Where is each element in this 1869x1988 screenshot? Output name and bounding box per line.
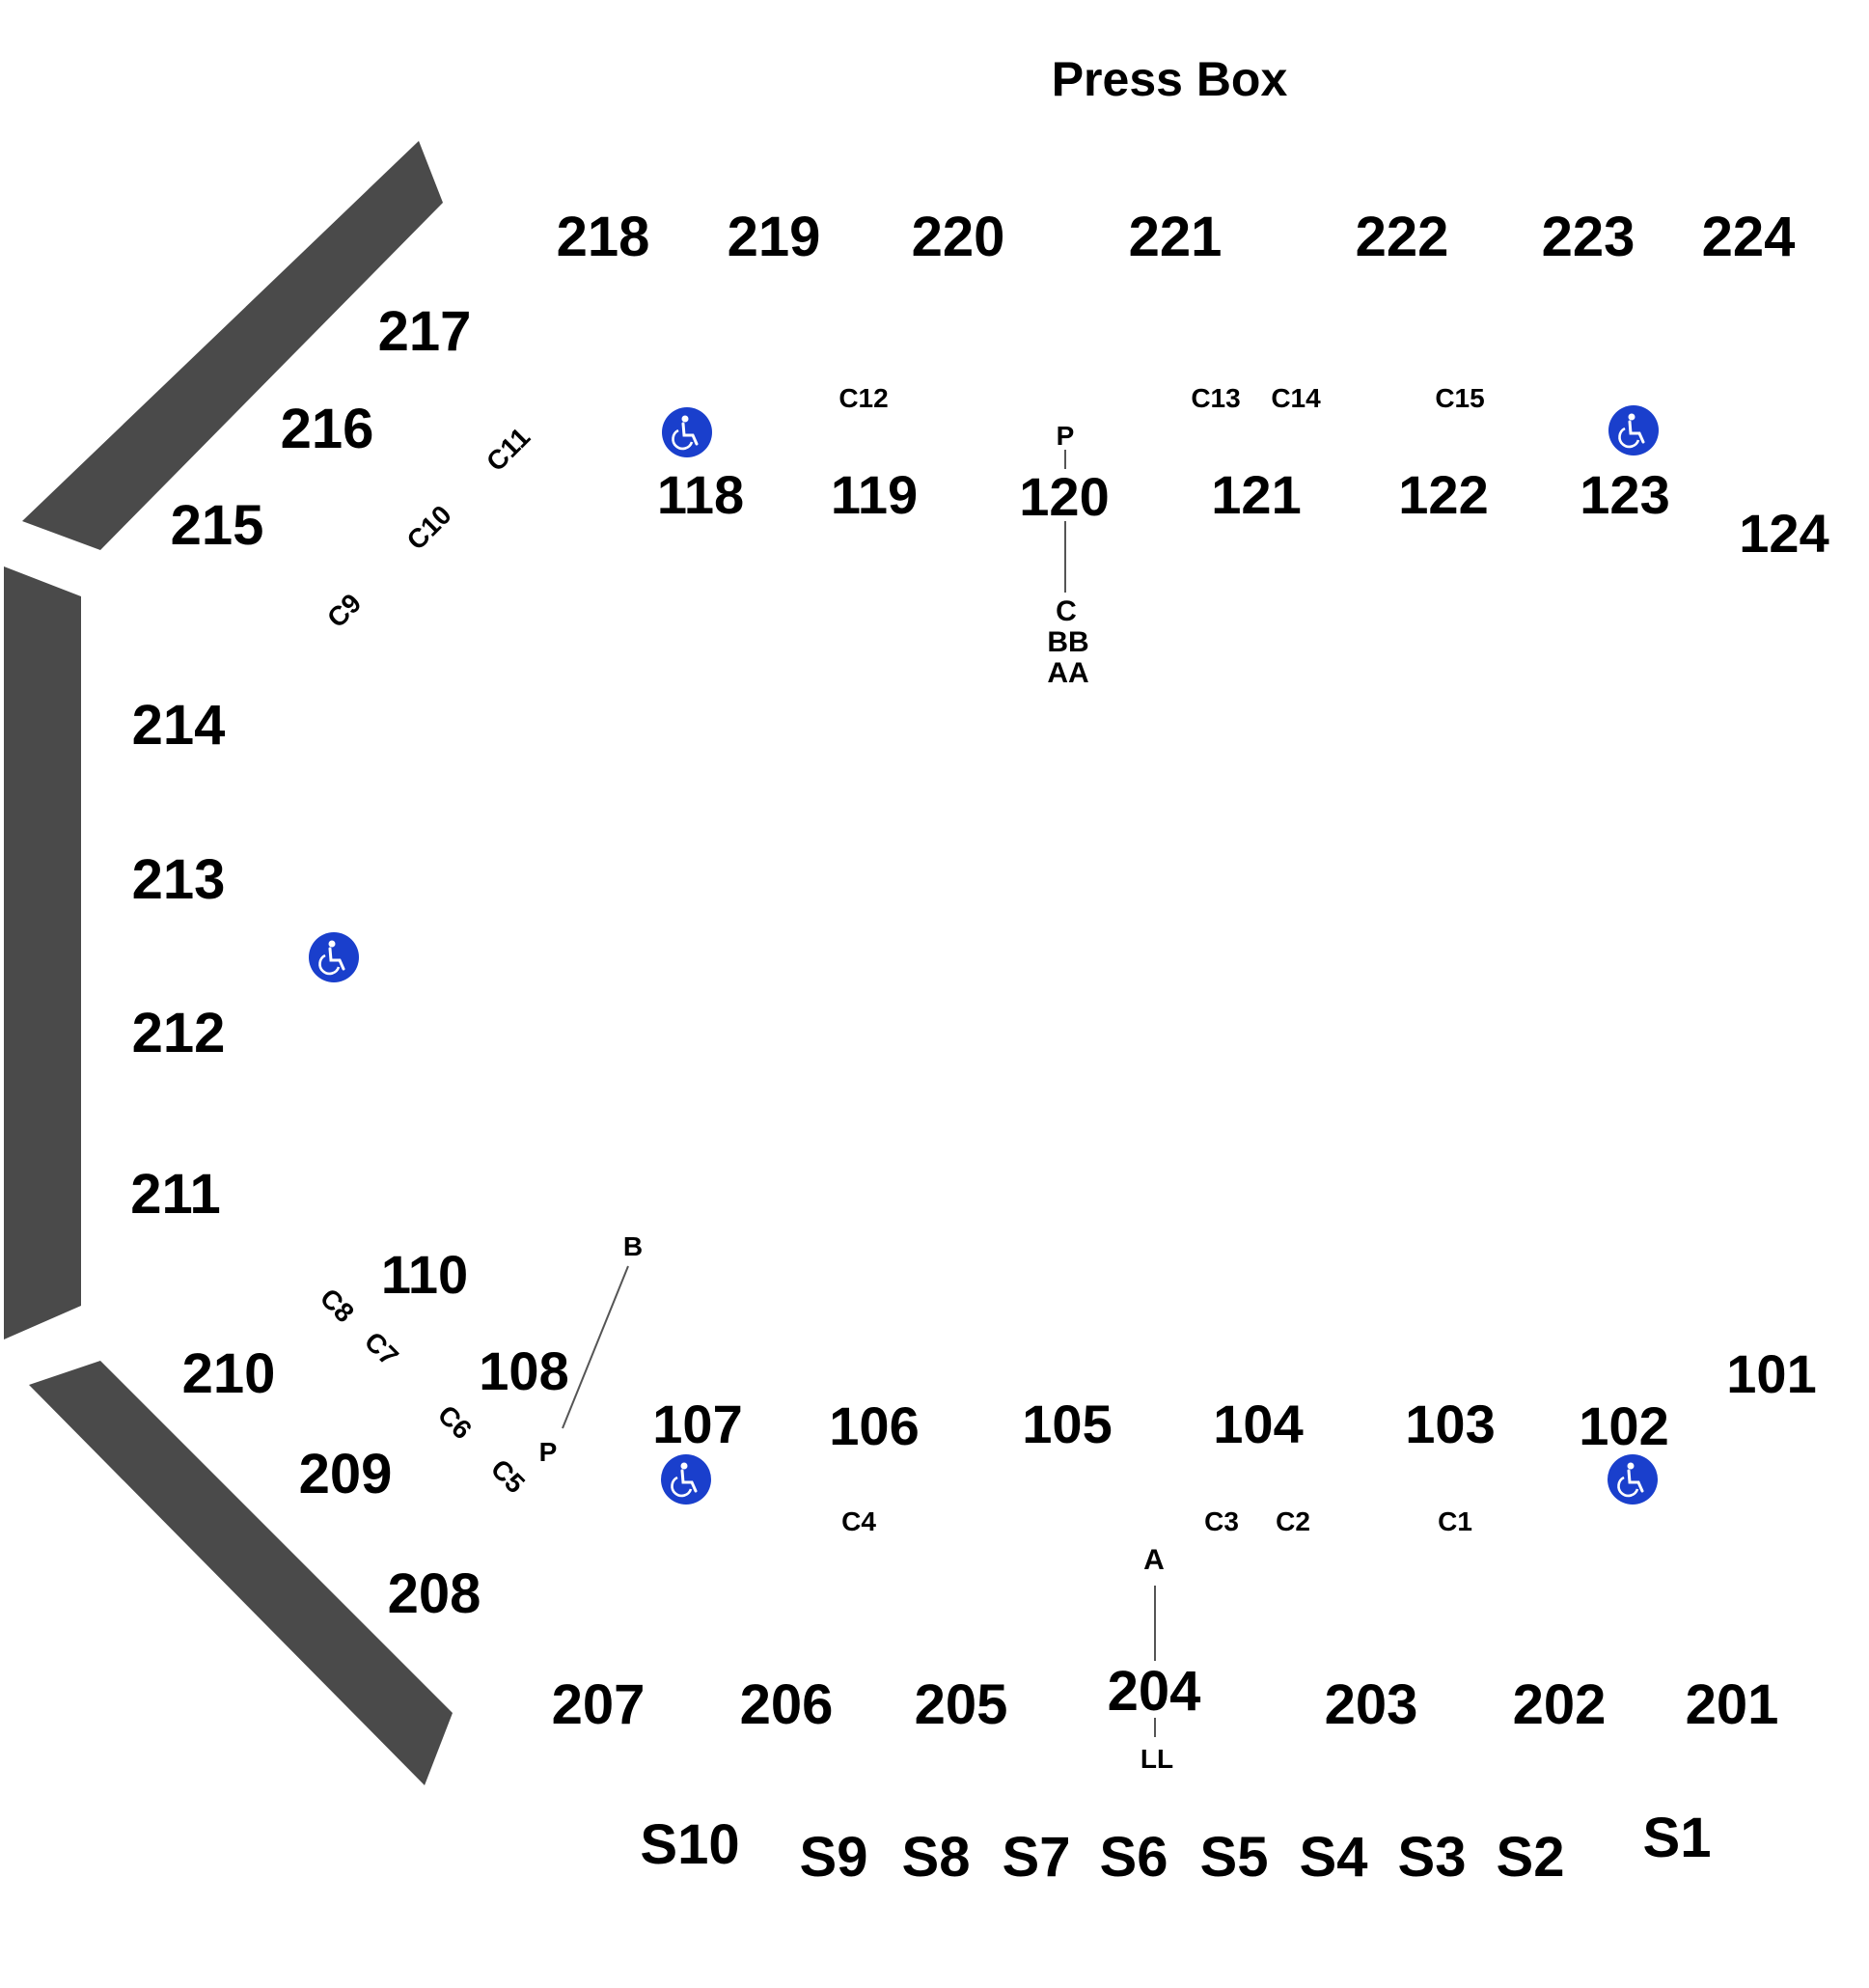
- wall-left: [4, 566, 81, 1339]
- suite-s6[interactable]: S6: [1099, 1826, 1168, 1889]
- section-205[interactable]: 205: [914, 1673, 1008, 1736]
- section-101[interactable]: 101: [1726, 1343, 1817, 1404]
- section-206[interactable]: 206: [739, 1673, 834, 1736]
- section-210[interactable]: 210: [181, 1342, 276, 1405]
- section-217[interactable]: 217: [377, 300, 472, 363]
- suite-s3[interactable]: S3: [1397, 1826, 1467, 1889]
- section-120[interactable]: 120: [1019, 466, 1110, 527]
- section-207[interactable]: 207: [551, 1673, 646, 1736]
- wheelchair-icon[interactable]: [661, 1454, 711, 1505]
- section-124[interactable]: 124: [1739, 503, 1829, 564]
- wheelchair-icon[interactable]: [309, 932, 359, 982]
- wheelchair-icon[interactable]: [662, 407, 712, 457]
- section-203[interactable]: 203: [1324, 1673, 1418, 1736]
- section-102[interactable]: 102: [1579, 1395, 1669, 1456]
- row-label-b: B: [622, 1231, 644, 1261]
- section-104[interactable]: 104: [1213, 1394, 1304, 1454]
- section-220[interactable]: 220: [911, 206, 1005, 268]
- press-box-label: Press Box: [1051, 52, 1288, 106]
- club-box-c3[interactable]: C3: [1204, 1506, 1239, 1536]
- row-label-ll: LL: [1140, 1744, 1174, 1774]
- row-label-a: A: [1143, 1544, 1165, 1576]
- section-214[interactable]: 214: [131, 694, 226, 757]
- section-219[interactable]: 219: [727, 206, 821, 268]
- suite-s5[interactable]: S5: [1199, 1826, 1269, 1889]
- club-box-c4[interactable]: C4: [841, 1506, 876, 1536]
- club-box-c13[interactable]: C13: [1191, 383, 1241, 413]
- section-106[interactable]: 106: [829, 1395, 920, 1456]
- section-204[interactable]: 204: [1107, 1660, 1201, 1723]
- suite-s2[interactable]: S2: [1496, 1826, 1565, 1889]
- section-119[interactable]: 119: [830, 464, 919, 525]
- section-122[interactable]: 122: [1398, 464, 1489, 525]
- section-211[interactable]: 211: [130, 1163, 221, 1226]
- suite-s7[interactable]: S7: [1002, 1826, 1071, 1889]
- row-indicator-line-bottom: [1154, 1586, 1156, 1661]
- wall-upper-left: [22, 141, 443, 550]
- section-103[interactable]: 103: [1405, 1394, 1496, 1454]
- suite-s4[interactable]: S4: [1299, 1826, 1368, 1889]
- section-221[interactable]: 221: [1128, 206, 1223, 268]
- suite-s9[interactable]: S9: [799, 1826, 868, 1889]
- row-indicator-line-top: [1064, 521, 1066, 593]
- suite-s1[interactable]: S1: [1642, 1807, 1712, 1869]
- section-208[interactable]: 208: [387, 1562, 481, 1625]
- section-213[interactable]: 213: [131, 848, 226, 911]
- club-box-c1[interactable]: C1: [1438, 1506, 1472, 1536]
- section-216[interactable]: 216: [280, 398, 374, 460]
- club-box-c2[interactable]: C2: [1276, 1506, 1310, 1536]
- club-box-c14[interactable]: C14: [1271, 383, 1321, 413]
- section-118[interactable]: 118: [656, 464, 745, 525]
- row-label-p-left: P: [538, 1437, 558, 1467]
- wheelchair-icon[interactable]: [1608, 1454, 1658, 1505]
- section-224[interactable]: 224: [1701, 206, 1796, 268]
- club-box-c15[interactable]: C15: [1435, 383, 1485, 413]
- row-label-bb: BB: [1047, 626, 1089, 658]
- wall-lower-left: [29, 1361, 453, 1785]
- section-222[interactable]: 222: [1355, 206, 1449, 268]
- section-121[interactable]: 121: [1211, 464, 1302, 525]
- wheelchair-icon[interactable]: [1608, 405, 1659, 456]
- row-indicator-line-top-short: [1064, 450, 1066, 469]
- section-110[interactable]: 110: [380, 1244, 469, 1305]
- row-indicator-line-bottom-short: [1154, 1718, 1156, 1737]
- section-107[interactable]: 107: [652, 1394, 743, 1454]
- club-box-c12[interactable]: C12: [838, 383, 889, 413]
- section-123[interactable]: 123: [1580, 464, 1670, 525]
- section-218[interactable]: 218: [556, 206, 650, 268]
- section-201[interactable]: 201: [1685, 1673, 1779, 1736]
- section-209[interactable]: 209: [298, 1443, 393, 1505]
- row-label-c: C: [1056, 595, 1077, 627]
- section-223[interactable]: 223: [1541, 206, 1635, 268]
- row-label-p-top: P: [1056, 421, 1075, 451]
- section-212[interactable]: 212: [131, 1002, 226, 1064]
- section-202[interactable]: 202: [1512, 1673, 1607, 1736]
- section-215[interactable]: 215: [170, 494, 264, 557]
- section-105[interactable]: 105: [1022, 1394, 1113, 1454]
- suite-s10[interactable]: S10: [640, 1813, 740, 1876]
- section-108[interactable]: 108: [479, 1340, 569, 1401]
- suite-s8[interactable]: S8: [901, 1826, 971, 1889]
- row-label-aa: AA: [1047, 657, 1089, 689]
